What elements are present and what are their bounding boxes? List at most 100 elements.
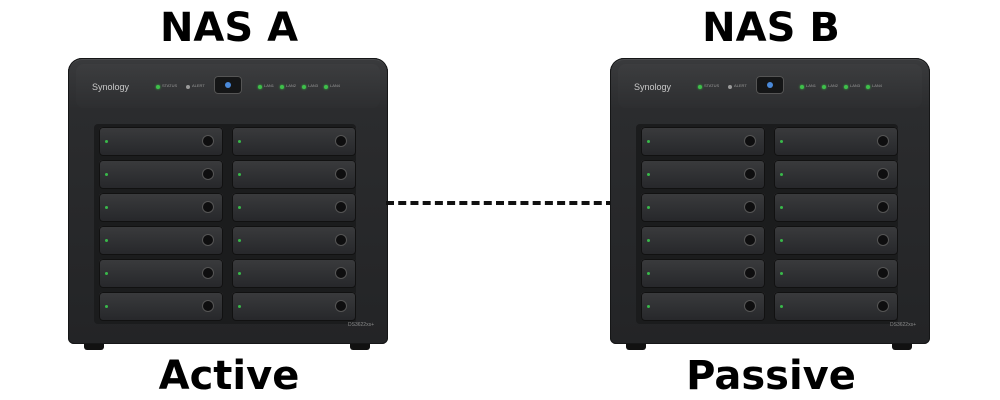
power-button-icon	[214, 76, 242, 94]
drive-led-icon	[780, 272, 783, 275]
nas-a-role: Active	[158, 353, 300, 399]
lan1-led-icon	[800, 85, 804, 89]
drive-bay	[99, 127, 223, 156]
drive-led-icon	[105, 272, 108, 275]
drive-lock-icon	[203, 169, 213, 179]
led-label: LAN4	[330, 83, 341, 88]
drive-led-icon	[105, 206, 108, 209]
drive-bay	[232, 259, 356, 288]
drive-lock-icon	[745, 169, 755, 179]
drive-lock-icon	[336, 235, 346, 245]
status-led-icon	[156, 85, 160, 89]
led-label: LAN1	[264, 83, 275, 88]
drive-bay	[99, 226, 223, 255]
drive-bay	[232, 292, 356, 321]
drive-led-icon	[105, 173, 108, 176]
drive-led-icon	[238, 206, 241, 209]
led-label: LAN3	[308, 83, 319, 88]
drive-led-icon	[647, 140, 650, 143]
nas-b-drive-bays	[636, 124, 898, 324]
drive-bay	[774, 226, 898, 255]
drive-bay	[774, 259, 898, 288]
led-label: LAN4	[872, 83, 883, 88]
power-button-icon	[756, 76, 784, 94]
led-label: LAN3	[850, 83, 861, 88]
drive-led-icon	[238, 239, 241, 242]
led-label: STATUS	[704, 83, 720, 88]
status-led-icon	[698, 85, 702, 89]
foot	[626, 344, 646, 350]
drive-bay	[641, 292, 765, 321]
drive-led-icon	[647, 272, 650, 275]
nas-a-chassis: Synology STATUS ALERT LAN1 LAN2 LAN3 LAN…	[68, 58, 388, 344]
drive-lock-icon	[336, 301, 346, 311]
lan2-led-icon	[822, 85, 826, 89]
drive-lock-icon	[203, 301, 213, 311]
lan4-led-icon	[866, 85, 870, 89]
drive-bay	[641, 259, 765, 288]
drive-led-icon	[238, 140, 241, 143]
drive-lock-icon	[203, 136, 213, 146]
drive-lock-icon	[878, 301, 888, 311]
drive-lock-icon	[336, 268, 346, 278]
nas-a-drive-bays	[94, 124, 356, 324]
drive-bay	[232, 193, 356, 222]
drive-led-icon	[105, 239, 108, 242]
drive-lock-icon	[745, 301, 755, 311]
lan3-led-icon	[302, 85, 306, 89]
nas-b-model: DS3622xs+	[890, 322, 916, 328]
drive-led-icon	[780, 206, 783, 209]
drive-bay	[774, 292, 898, 321]
drive-bay	[641, 226, 765, 255]
drive-lock-icon	[336, 169, 346, 179]
nas-b-title: NAS B	[702, 5, 840, 51]
drive-lock-icon	[203, 235, 213, 245]
lan4-led-icon	[324, 85, 328, 89]
drive-lock-icon	[336, 202, 346, 212]
drive-lock-icon	[878, 268, 888, 278]
drive-lock-icon	[203, 268, 213, 278]
lan1-led-icon	[258, 85, 262, 89]
led-label: LAN2	[828, 83, 839, 88]
drive-lock-icon	[878, 235, 888, 245]
drive-bay	[99, 160, 223, 189]
drive-bay	[232, 226, 356, 255]
alert-led-icon	[186, 85, 190, 89]
led-label: LAN1	[806, 83, 817, 88]
drive-lock-icon	[878, 169, 888, 179]
drive-bay	[774, 193, 898, 222]
drive-bay	[641, 193, 765, 222]
drive-lock-icon	[878, 202, 888, 212]
drive-bay	[774, 160, 898, 189]
foot	[84, 344, 104, 350]
drive-bay	[774, 127, 898, 156]
drive-lock-icon	[745, 268, 755, 278]
drive-lock-icon	[878, 136, 888, 146]
drive-bay	[99, 292, 223, 321]
drive-bay	[641, 127, 765, 156]
drive-bay	[232, 127, 356, 156]
foot	[350, 344, 370, 350]
foot	[892, 344, 912, 350]
nas-b-chassis: Synology STATUS ALERT LAN1 LAN2 LAN3 LAN…	[610, 58, 930, 344]
drive-led-icon	[780, 140, 783, 143]
connection-line	[386, 201, 614, 205]
drive-bay	[641, 160, 765, 189]
nas-b-role: Passive	[686, 353, 856, 399]
led-label: LAN2	[286, 83, 297, 88]
nas-a-brand: Synology	[92, 82, 130, 92]
drive-led-icon	[647, 173, 650, 176]
drive-led-icon	[780, 173, 783, 176]
drive-led-icon	[780, 305, 783, 308]
lan2-led-icon	[280, 85, 284, 89]
drive-lock-icon	[745, 202, 755, 212]
drive-lock-icon	[336, 136, 346, 146]
led-label: STATUS	[162, 83, 178, 88]
drive-led-icon	[780, 239, 783, 242]
alert-led-icon	[728, 85, 732, 89]
led-label: ALERT	[734, 83, 747, 88]
drive-led-icon	[238, 272, 241, 275]
drive-led-icon	[105, 140, 108, 143]
nas-a-title: NAS A	[159, 5, 299, 51]
drive-bay	[99, 259, 223, 288]
